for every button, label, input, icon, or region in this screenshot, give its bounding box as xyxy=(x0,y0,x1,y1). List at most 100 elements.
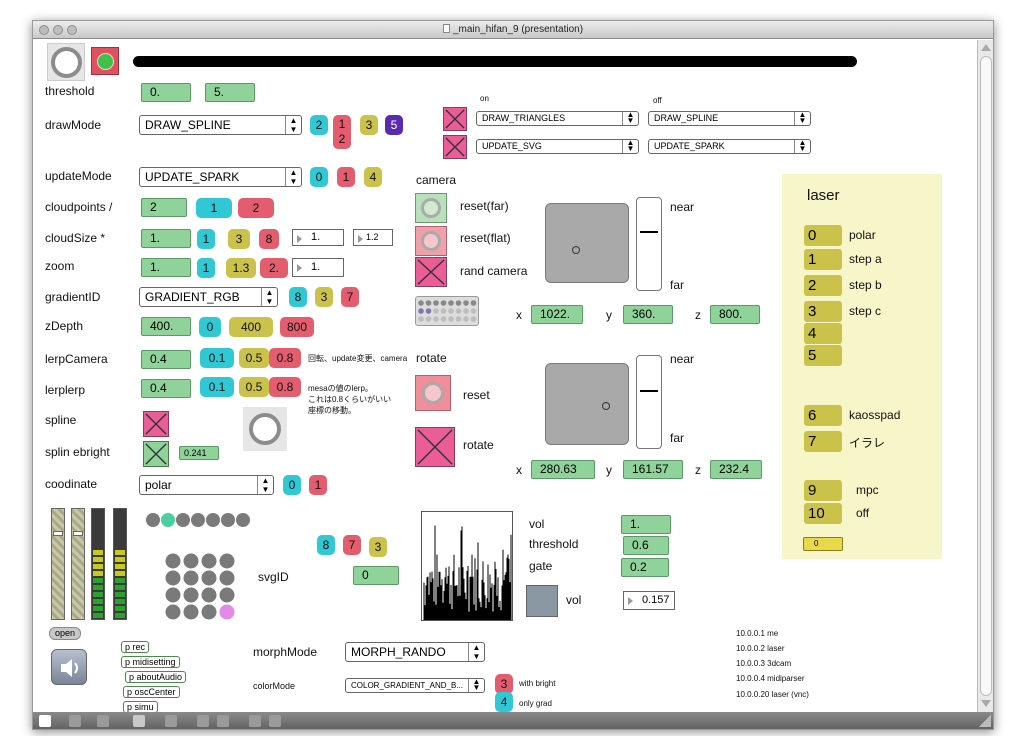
preset-slot[interactable] xyxy=(470,300,477,306)
zoom-number[interactable]: 1. xyxy=(141,258,191,277)
preset-slot[interactable] xyxy=(463,308,469,314)
draw-toggle[interactable] xyxy=(443,107,467,131)
preset-slot[interactable] xyxy=(425,300,432,306)
lerpcamera-msg-05[interactable]: 0.5 xyxy=(239,348,269,368)
laser-button-3[interactable]: 3 xyxy=(804,301,842,322)
lerplerp-number[interactable]: 0.4 xyxy=(141,379,191,398)
preset-slot[interactable] xyxy=(425,316,432,322)
gradientid-msg-3[interactable]: 3 xyxy=(315,287,333,307)
zoom-window-button[interactable] xyxy=(67,25,77,35)
off-update-menu[interactable]: UPDATE_SPARK▲▼ xyxy=(648,139,811,154)
colormode-menu[interactable]: COLOR_GRADIENT_AND_B...▲▼ xyxy=(345,678,485,693)
splinebright-number[interactable]: 0.241 xyxy=(179,446,219,460)
gradientid-msg-8[interactable]: 8 xyxy=(289,287,307,307)
main-toggle-button[interactable] xyxy=(47,43,85,81)
coodinate-menu[interactable]: polar▲▼ xyxy=(139,475,274,495)
cloudsize-flonum-a[interactable]: 1. xyxy=(292,229,344,246)
zdepth-msg-400[interactable]: 400 xyxy=(229,317,273,337)
preset-slot[interactable] xyxy=(433,300,439,306)
laser-button-6[interactable]: 6 xyxy=(804,405,842,426)
info-icon[interactable] xyxy=(165,715,177,727)
laser-button-2[interactable]: 2 xyxy=(804,275,842,296)
rotate-reset-button[interactable] xyxy=(415,375,451,411)
preset-slot[interactable] xyxy=(440,316,447,322)
lerplerp-msg-01[interactable]: 0.1 xyxy=(200,377,234,397)
preset-slot[interactable] xyxy=(448,308,454,314)
matrix-dot[interactable] xyxy=(201,553,217,569)
subpatch-aboutaudio[interactable]: p aboutAudio xyxy=(125,671,187,683)
matrix-dot[interactable] xyxy=(183,570,199,586)
preset-slot[interactable] xyxy=(440,300,447,306)
dots-matrix[interactable] xyxy=(165,553,237,621)
matrix-dot[interactable] xyxy=(183,553,199,569)
zoom-flonum[interactable]: 1. xyxy=(292,258,344,277)
update-toggle[interactable] xyxy=(443,135,467,159)
matrix-dot[interactable] xyxy=(219,604,235,620)
drawmode-msg-5[interactable]: 5 xyxy=(385,115,403,135)
lerpcamera-msg-08[interactable]: 0.8 xyxy=(269,348,301,368)
matrix-dot[interactable] xyxy=(165,587,181,603)
matrix-dot[interactable] xyxy=(183,587,199,603)
status-led-button[interactable] xyxy=(91,47,119,75)
preset-slot[interactable] xyxy=(440,308,447,314)
laser-button-5[interactable]: 5 xyxy=(804,345,842,366)
audio-vol2-flonum[interactable]: 0.157 xyxy=(623,591,675,610)
threshold-number-a[interactable]: 0. xyxy=(141,83,191,102)
gradientid-msg-7[interactable]: 7 xyxy=(341,287,359,307)
minimize-window-button[interactable] xyxy=(53,25,63,35)
camera-y-number[interactable]: 360. xyxy=(623,305,673,324)
preset-slot[interactable] xyxy=(448,316,454,322)
drawmode-menu[interactable]: DRAW_SPLINE▲▼ xyxy=(139,115,302,135)
splinebright-toggle[interactable] xyxy=(143,441,169,467)
preset-slot[interactable] xyxy=(455,316,462,322)
dot[interactable] xyxy=(236,513,250,527)
preset-slot[interactable] xyxy=(418,308,424,314)
rotate-xy-pad[interactable] xyxy=(545,363,629,445)
on-draw-menu[interactable]: DRAW_TRIANGLES▲▼ xyxy=(476,111,639,126)
snap-icon[interactable] xyxy=(269,715,281,727)
audio-threshold-number[interactable]: 0.6 xyxy=(623,536,669,555)
updatemode-msg-1[interactable]: 1 xyxy=(337,167,355,187)
preset-slot[interactable] xyxy=(448,300,454,306)
spline-bang-button[interactable] xyxy=(243,407,287,451)
camera-slider[interactable] xyxy=(636,197,662,291)
laser-button-8[interactable]: 9 xyxy=(804,480,842,501)
rotate-toggle[interactable] xyxy=(415,427,455,467)
laser-button-1[interactable]: 1 xyxy=(804,249,842,270)
rand-camera-toggle[interactable] xyxy=(415,257,447,287)
camera-z-number[interactable]: 800. xyxy=(710,305,760,324)
rotate-slider[interactable] xyxy=(636,355,662,449)
preset-slot[interactable] xyxy=(455,300,462,306)
zdepth-number[interactable]: 400. xyxy=(141,317,191,336)
lerpcamera-number[interactable]: 0.4 xyxy=(141,350,191,369)
matrix-dot[interactable] xyxy=(219,553,235,569)
resize-grip-icon[interactable] xyxy=(979,715,991,727)
laser-button-7[interactable]: 7 xyxy=(804,431,842,452)
layers-icon[interactable] xyxy=(217,715,229,727)
cloudsize-msg-8[interactable]: 8 xyxy=(259,229,279,249)
lock-icon[interactable] xyxy=(39,715,51,727)
updatemode-menu[interactable]: UPDATE_SPARK▲▼ xyxy=(139,167,302,187)
lerpcamera-msg-01[interactable]: 0.1 xyxy=(200,348,234,368)
audio-vol-number[interactable]: 1. xyxy=(621,515,671,534)
colormode-msg-3[interactable]: 3 xyxy=(495,674,513,694)
preset-slot[interactable] xyxy=(470,316,477,322)
preset-slot[interactable] xyxy=(433,308,439,314)
coodinate-msg-1[interactable]: 1 xyxy=(309,475,327,495)
laser-button-9[interactable]: 10 xyxy=(804,503,842,524)
grid-icon[interactable] xyxy=(249,715,261,727)
matrix-dot[interactable] xyxy=(165,604,181,620)
dot[interactable] xyxy=(191,513,205,527)
subpatch-osccenter[interactable]: p oscCenter xyxy=(123,686,180,698)
matrix-dot[interactable] xyxy=(201,604,217,620)
presentation-icon[interactable] xyxy=(133,715,145,727)
cloudsize-number[interactable]: 1. xyxy=(141,229,191,248)
laser-button-4[interactable]: 4 xyxy=(804,323,842,344)
preset-slot[interactable] xyxy=(470,308,477,314)
preset-slot[interactable] xyxy=(463,316,469,322)
matrix-dot[interactable] xyxy=(219,570,235,586)
rotate-x-number[interactable]: 280.63 xyxy=(531,460,595,479)
matrix-dot[interactable] xyxy=(183,604,199,620)
scroll-down-icon[interactable] xyxy=(981,700,991,707)
cloudsize-flonum-b[interactable]: 1.2 xyxy=(353,229,393,246)
